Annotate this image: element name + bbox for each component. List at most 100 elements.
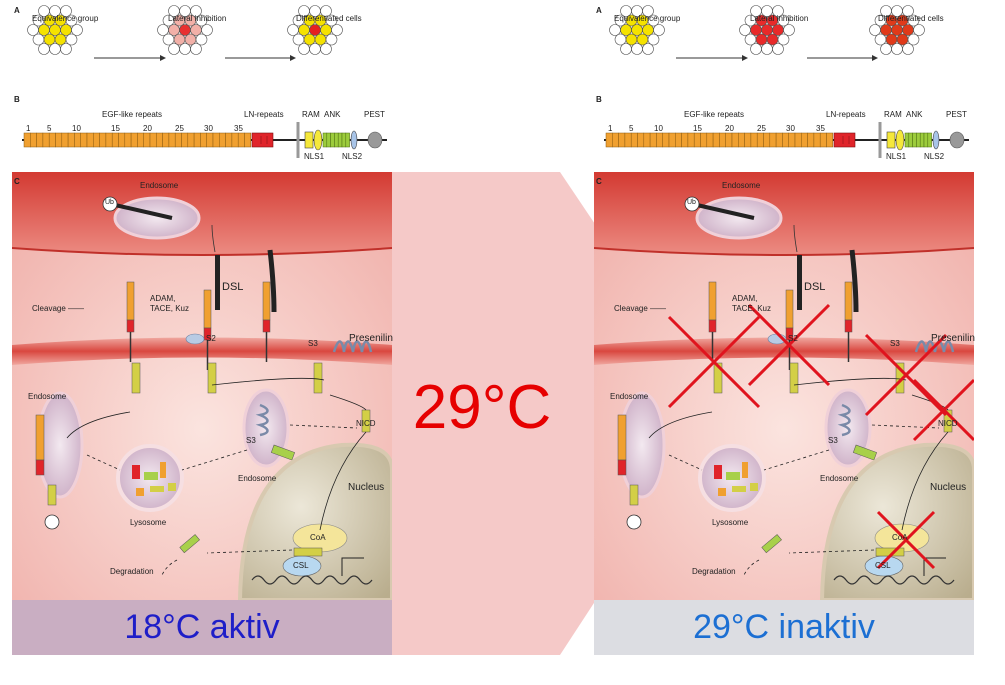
dna-strand bbox=[251, 575, 373, 585]
label-ram: RAM bbox=[302, 110, 320, 119]
egf-repeat bbox=[219, 132, 226, 148]
label-equivalence-group: Equivalence group bbox=[614, 14, 681, 23]
cell-circle bbox=[49, 24, 61, 36]
egf-repeat bbox=[731, 132, 739, 148]
cell-circle bbox=[744, 33, 757, 46]
signal-sending-cell bbox=[594, 172, 974, 255]
cell-circle bbox=[190, 24, 202, 36]
egf-repeat bbox=[200, 132, 207, 148]
label-s3: S3 bbox=[890, 339, 900, 348]
label-nicd: NICD bbox=[938, 419, 958, 428]
cell-circle bbox=[739, 24, 751, 36]
label-equivalence-group: Equivalence group bbox=[32, 14, 99, 23]
label-endosome-top: Endosome bbox=[140, 181, 179, 190]
degraded-nicd bbox=[179, 534, 200, 554]
egf-repeat bbox=[118, 132, 126, 148]
part-b-letter: B bbox=[596, 95, 602, 104]
egf-repeat bbox=[130, 132, 138, 148]
signal-sending-cell bbox=[12, 172, 392, 255]
egf-repeat bbox=[156, 132, 163, 148]
part-c-letter: C bbox=[14, 177, 20, 186]
cell-circle bbox=[880, 24, 892, 36]
cell-signaling-diagram bbox=[12, 172, 392, 600]
cell-circle bbox=[750, 24, 762, 36]
dsl-ligand bbox=[797, 255, 802, 310]
egf-repeat bbox=[55, 132, 63, 148]
ub-tag-icon bbox=[626, 514, 642, 530]
egf-repeat bbox=[706, 132, 714, 148]
cell-circle bbox=[287, 24, 299, 36]
cell-circle bbox=[32, 33, 45, 46]
cell-circle bbox=[38, 43, 50, 55]
ub-tag-icon bbox=[102, 196, 118, 212]
cell-circle bbox=[303, 33, 316, 46]
ln-repeats-block bbox=[251, 132, 274, 148]
egf-tick-label: 1 bbox=[26, 124, 31, 133]
nls2-domain bbox=[932, 130, 940, 150]
egf-repeat bbox=[74, 132, 81, 148]
egf-repeat bbox=[244, 132, 252, 148]
pest-domain bbox=[949, 131, 965, 149]
egf-repeat bbox=[744, 132, 752, 148]
cell-circle bbox=[320, 24, 332, 36]
label-nicd: NICD bbox=[356, 419, 376, 428]
egf-repeat bbox=[637, 132, 645, 148]
cell-circle bbox=[179, 24, 191, 36]
degraded-nicd bbox=[761, 534, 782, 554]
egf-repeat bbox=[181, 132, 189, 148]
egf-repeat bbox=[48, 132, 56, 148]
label-lateral-inhibition: Lateral inhibition bbox=[750, 14, 809, 23]
label-endosome-mid: Endosome bbox=[238, 474, 277, 483]
label-s2: S2 bbox=[206, 334, 216, 343]
egf-repeat bbox=[206, 132, 214, 148]
cell-circle bbox=[184, 33, 197, 46]
left-panel: A Equivalence group Lateral inhibition D… bbox=[12, 0, 393, 660]
ank-repeat bbox=[919, 132, 925, 148]
egf-repeat bbox=[23, 132, 31, 148]
egf-repeat bbox=[137, 132, 144, 148]
endosome-left bbox=[36, 391, 84, 499]
cell-circle bbox=[755, 33, 768, 46]
equivalence-group-cluster bbox=[27, 5, 83, 55]
cell-circle bbox=[179, 43, 191, 55]
cell-circle bbox=[65, 14, 78, 27]
label-coa: CoA bbox=[892, 533, 908, 542]
egf-repeat bbox=[725, 132, 733, 148]
egf-repeat bbox=[36, 132, 44, 148]
label-adam: ADAM, bbox=[732, 294, 758, 303]
egf-repeat bbox=[643, 132, 651, 148]
arrowhead-icon bbox=[160, 55, 166, 61]
egf-tick-label: 25 bbox=[175, 124, 184, 133]
egf-repeat bbox=[212, 132, 220, 148]
cell-circle bbox=[902, 43, 914, 55]
ank-repeat bbox=[912, 132, 917, 148]
egf-tick-label: 20 bbox=[143, 124, 152, 133]
egf-repeat bbox=[61, 132, 69, 148]
label-ank: ANK bbox=[324, 110, 341, 119]
differentiated-cells-cluster bbox=[869, 5, 925, 55]
cell-circle bbox=[620, 43, 632, 55]
cell-circle bbox=[880, 43, 892, 55]
ank-repeat bbox=[326, 132, 331, 148]
egf-repeat bbox=[656, 132, 663, 148]
cell-circle bbox=[614, 33, 627, 46]
nucleus bbox=[237, 442, 392, 600]
label-endosome-left: Endosome bbox=[610, 392, 649, 401]
egf-repeat bbox=[807, 132, 815, 148]
egf-repeat bbox=[819, 132, 827, 148]
egf-tick-label: 5 bbox=[629, 124, 634, 133]
egf-repeats bbox=[23, 132, 252, 148]
label-s3: S3 bbox=[308, 339, 318, 348]
arrowhead-icon bbox=[872, 55, 878, 61]
ank-repeat bbox=[334, 132, 339, 148]
cell-circle bbox=[772, 5, 784, 17]
egf-repeat bbox=[111, 132, 119, 148]
label-ank: ANK bbox=[906, 110, 923, 119]
cell-circle bbox=[190, 5, 202, 17]
egf-repeat bbox=[168, 132, 176, 148]
label-dsl: DSL bbox=[804, 281, 826, 293]
cell-circle bbox=[891, 43, 903, 55]
label-lysosome: Lysosome bbox=[712, 518, 749, 527]
ank-repeat bbox=[341, 132, 347, 148]
cell-circle bbox=[309, 43, 321, 55]
